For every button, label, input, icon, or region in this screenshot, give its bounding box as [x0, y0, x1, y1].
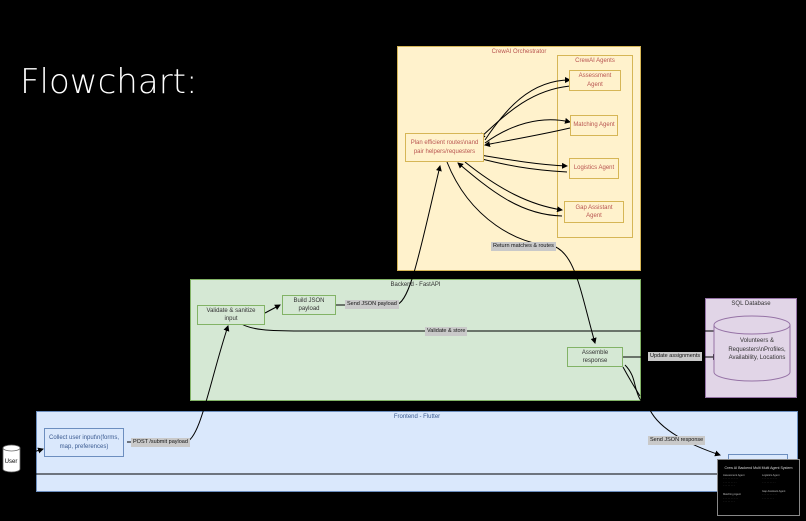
send-json-payload-label: Send JSON payload — [345, 300, 399, 309]
send-json-response-label: Send JSON response — [648, 436, 706, 445]
collect-input-label: Collect user input\n(forms, map, prefere… — [48, 435, 120, 450]
post-submit-label: POST /submit payload — [131, 438, 190, 447]
collect-input-node: Collect user input\n(forms, map, prefere… — [44, 428, 124, 457]
edge-plan-assemble — [446, 161, 597, 344]
assessment-agent-label: Assessment Agent — [578, 73, 612, 88]
thumbnail-col-left: Assessment Agent · · · · · · · · · ·· · … — [723, 474, 757, 504]
slide-thumbnail[interactable]: Crew AI Backend Multi Multi Agent System… — [717, 459, 800, 516]
edge-validate-db — [239, 322, 721, 334]
edge-matching-plan — [484, 127, 571, 147]
assessment-agent-node: Assessment Agent — [569, 70, 621, 91]
thumbnail-item: Gap Assistant Agent — [762, 490, 786, 494]
database-label: Volunteers & Requesters\nProfiles, Avail… — [728, 338, 786, 362]
frontend-group-label: Frontend - Flutter — [393, 414, 441, 420]
plan-routes-node: Plan efficient routes\nand pair helpers/… — [405, 133, 484, 162]
user-cylinder — [2, 444, 21, 473]
thumbnail-col-right: Logistics Agent · · · · · · · · · ·· · ·… — [762, 474, 796, 500]
sql-group-label: SQL Database — [731, 301, 771, 307]
edge-plan-gap — [464, 161, 563, 213]
edge-assessment-plan — [479, 85, 571, 139]
logistics-agent-label: Logistics Agent — [573, 165, 615, 172]
edge-db-right — [622, 366, 641, 397]
update-assignments-label: Update assignments — [648, 352, 703, 361]
slide-title: Flowchart: — [20, 62, 198, 102]
thumbnail-item: Assessment Agent — [723, 474, 745, 477]
return-matches-label: Return matches & routes — [491, 242, 556, 251]
validate-input-label: Validate & sanitize input — [206, 307, 256, 322]
gap-assistant-agent-label: Gap Assistant Agent — [575, 204, 613, 219]
edge-plan-logistics — [479, 154, 568, 169]
thumbnail-item: Logistics Agent — [762, 474, 780, 477]
orchestrator-group-label: CrewAI Orchestrator — [491, 49, 547, 55]
matching-agent-node: Matching Agent — [570, 115, 618, 136]
edge-collect-validate — [127, 325, 230, 443]
edge-plan-matching — [484, 117, 571, 144]
assemble-response-node: Assemble response — [567, 347, 623, 367]
edge-gap-plan — [457, 162, 563, 217]
edge-logistics-plan — [477, 156, 568, 173]
edge-user-collect — [19, 447, 44, 457]
edge-validate-build — [264, 304, 281, 314]
plan-routes-label: Plan efficient routes\nand pair helpers/… — [410, 140, 479, 155]
validate-store-label: Validate & store — [425, 327, 468, 336]
assemble-response-label: Assemble response — [581, 349, 609, 364]
thumbnail-title: Crew AI Backend Multi Multi Agent System — [724, 466, 793, 470]
user-label: User — [4, 459, 18, 465]
frontend-group: Frontend - Flutter — [36, 411, 798, 492]
agents-group-label: CrewAI Agents — [575, 58, 615, 64]
backend-group: Backend - FastAPI — [190, 279, 641, 401]
gap-assistant-agent-node: Gap Assistant Agent — [564, 201, 624, 223]
edge-assemble-frontend — [624, 364, 721, 457]
build-json-label: Build JSON payload — [293, 297, 325, 312]
database-cylinder — [713, 315, 791, 382]
build-json-node: Build JSON payload — [282, 295, 336, 315]
edge-build-plan — [336, 165, 442, 306]
edge-plan-assessment — [484, 77, 571, 141]
logistics-agent-node: Logistics Agent — [569, 158, 619, 179]
matching-agent-label: Matching Agent — [573, 122, 615, 129]
thumbnail-item: Matching Agent — [723, 493, 741, 497]
backend-group-label: Backend - FastAPI — [390, 282, 441, 288]
validate-input-node: Validate & sanitize input — [197, 305, 265, 325]
